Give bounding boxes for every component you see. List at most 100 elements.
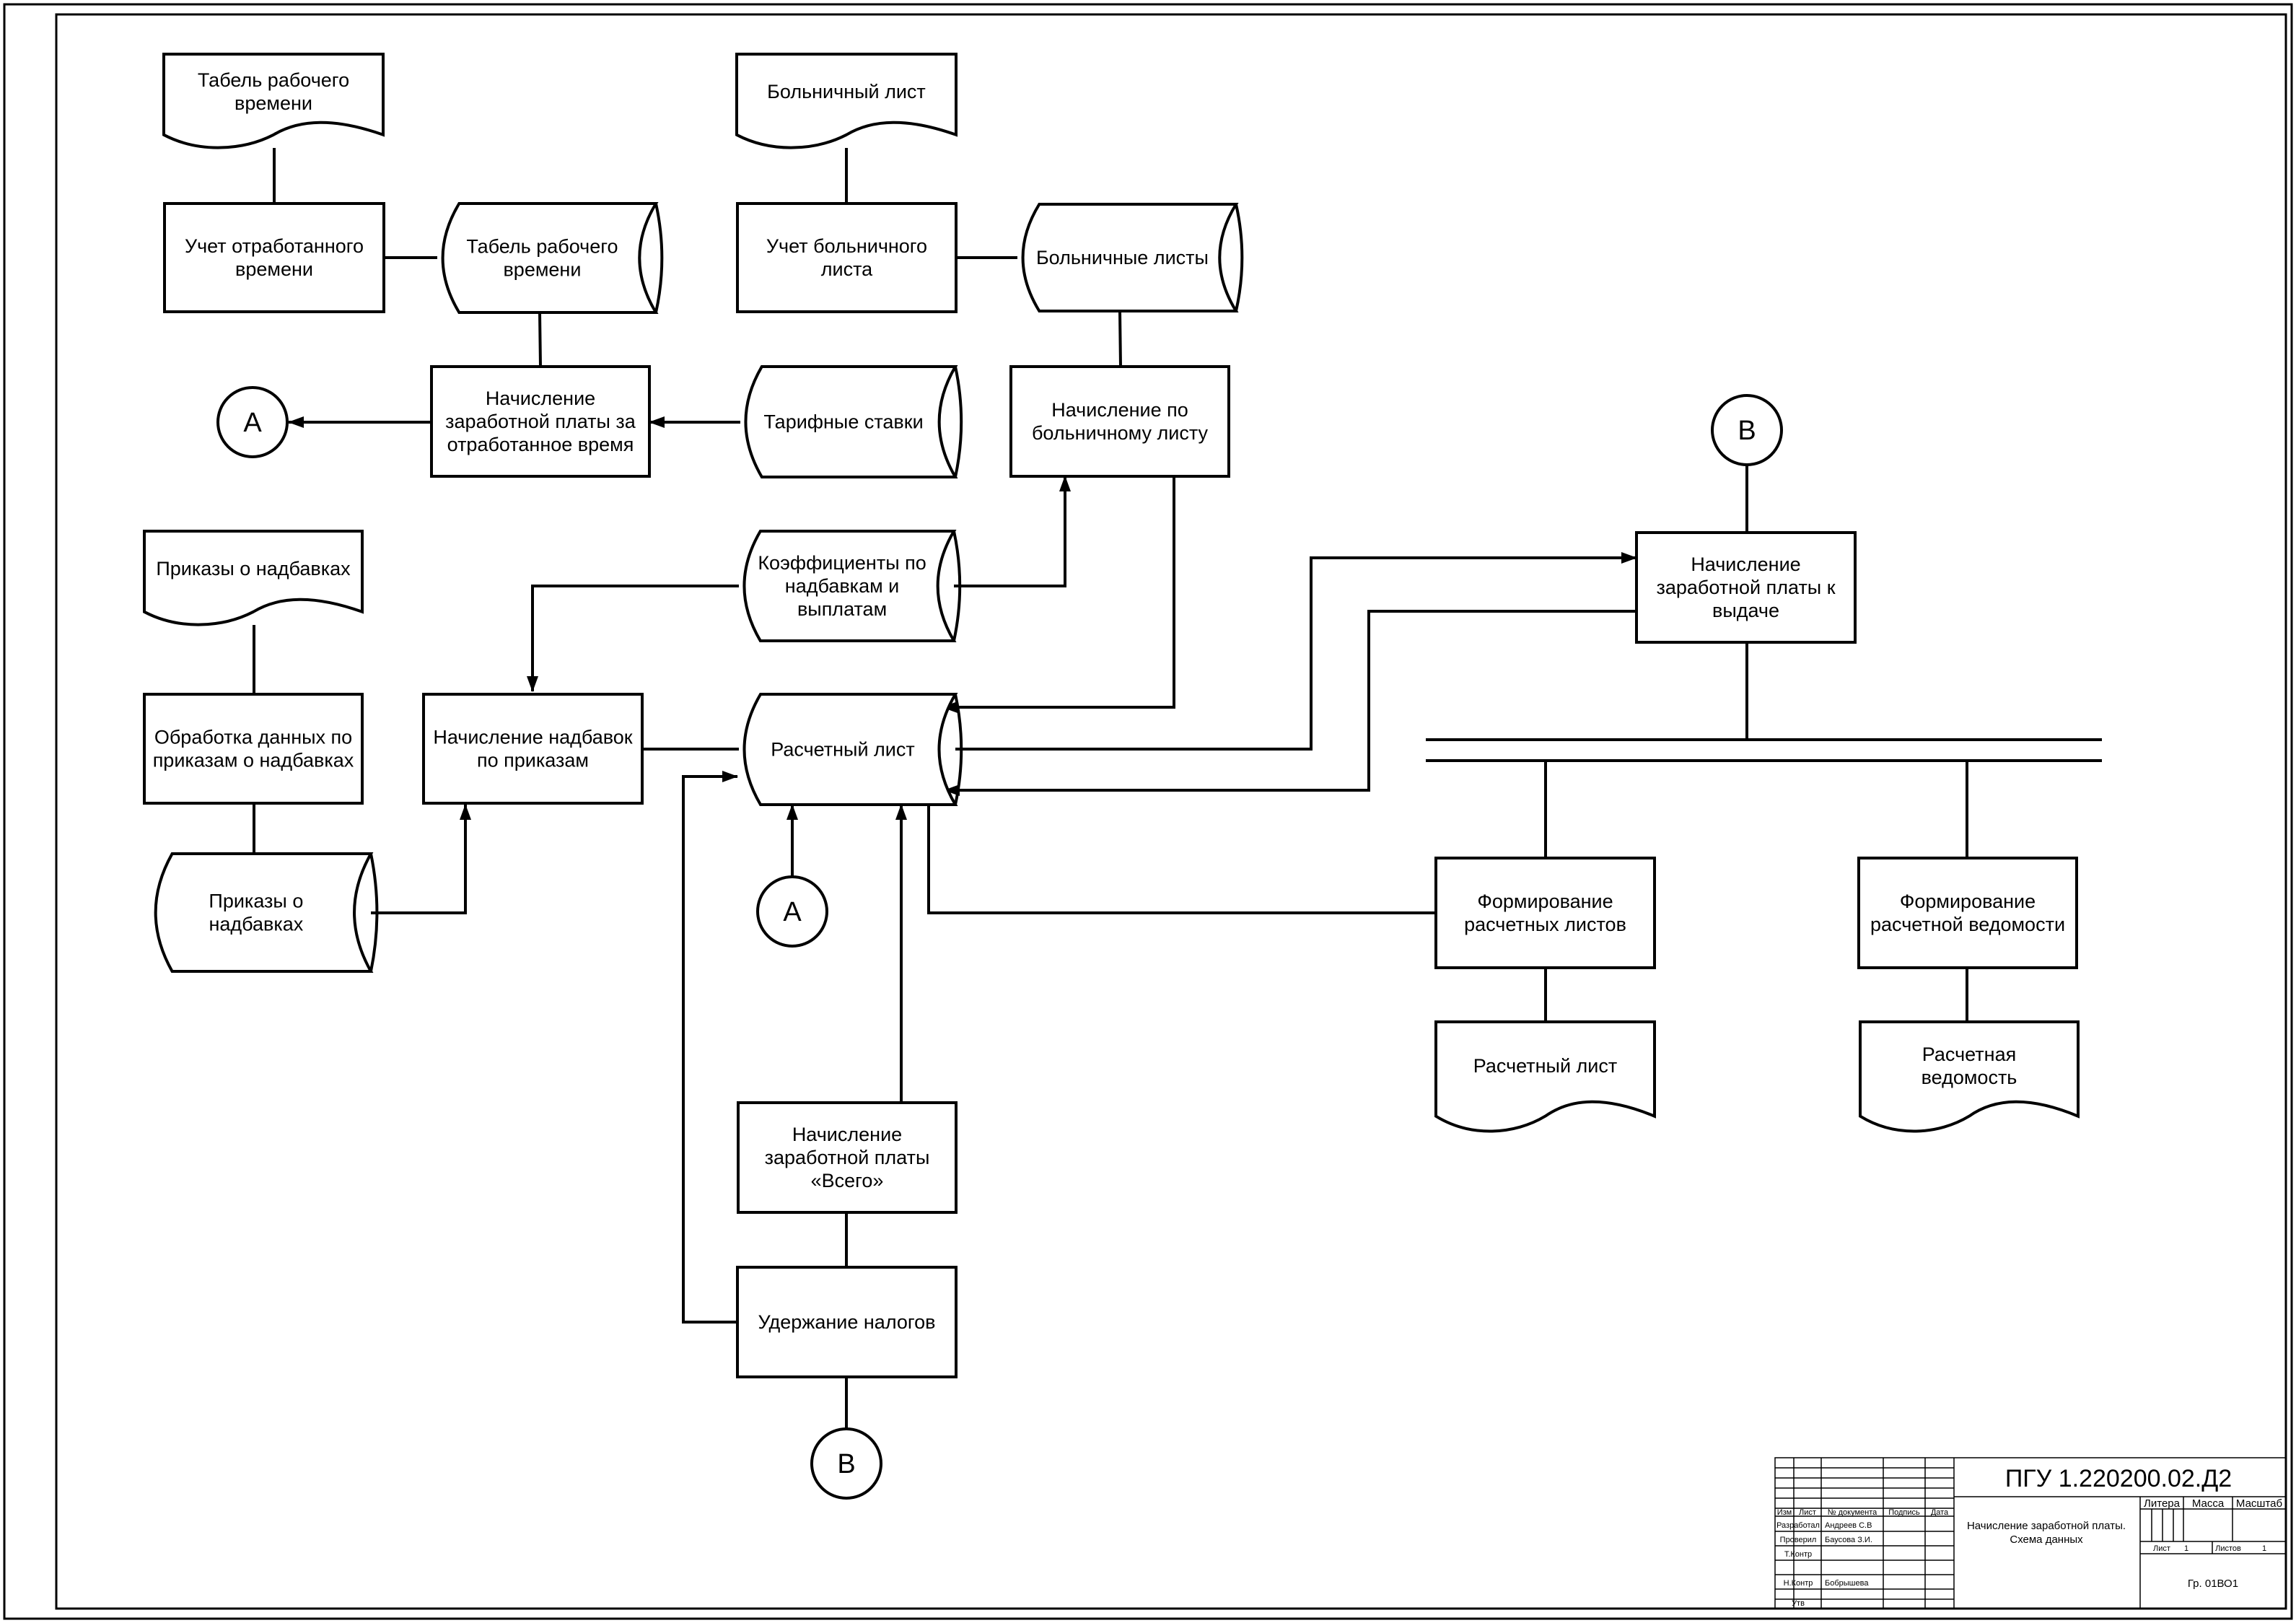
role-checked: Проверил [1780,1536,1817,1544]
document-shape [735,53,958,149]
process-box [736,202,958,313]
scale-label: Масштаб [2236,1497,2282,1510]
node-label-line: Больничный лист [767,81,926,102]
process-box [737,1101,958,1214]
norm-controller-name: Бобрышева [1825,1579,1869,1588]
process-box [422,693,644,805]
node-label-line: Расчетный лист [771,739,914,761]
checker-name: Баусова З.И. [1825,1536,1872,1544]
developer-name: Андреев С.В [1825,1521,1872,1530]
sheet-value: 1 [2184,1544,2188,1553]
node-label-line: Учет отработанного [185,235,364,257]
node-label-line: Приказы о надбавках [156,558,351,579]
connector-circle [216,386,289,458]
node-label-line: надбавкам и [785,575,899,597]
node-label-line: Начисление по [1051,399,1188,421]
storage-edge [954,366,963,478]
sheet-outer-border [3,3,2293,1620]
node-label-line: Начисление [1691,554,1800,575]
process-box [1434,857,1656,969]
node-label-line: времени [503,259,581,281]
process-box [1009,365,1230,478]
node-label-line: времени [235,258,313,280]
role-approved: Утв [1792,1599,1805,1608]
connector-circle [1711,394,1783,466]
col-list: Лист [1799,1508,1816,1517]
node-label-line: Удержание налогов [758,1311,935,1333]
node-label-line: «Всего» [811,1170,884,1191]
node-label-line: надбавках [209,914,303,935]
node-prikazy-doc: Приказы о надбавках [143,530,364,626]
node-label-line: заработной платы [765,1147,930,1168]
node-tarif-store: Тарифные ставки [744,365,963,478]
node-label-line: Табель рабочего [198,69,349,91]
node-label-line: расчетной ведомости [1870,914,2065,935]
node-raschet-doc: Расчетный лист [1434,1020,1656,1133]
sheet-inner-frame [55,13,2287,1610]
node-label-line: ведомость [1922,1067,2017,1088]
document-shape [1859,1020,2080,1133]
connector-b-top: B [1711,394,1783,466]
node-label-line: Расчетная [1922,1044,2016,1065]
node-bol-store: Больничные листы [1021,203,1244,312]
node-label-line: Обработка данных по [154,727,352,748]
storage-shape [441,202,659,314]
node-label-line: расчетных листов [1464,914,1626,935]
node-label-line: выплатам [797,598,887,620]
node-uderzh: Удержание налогов [736,1266,958,1378]
storage-edge [954,694,963,805]
node-label-line: Тарифные ставки [763,411,923,433]
storage-edge [654,203,664,313]
mass-label: Масса [2192,1497,2225,1510]
node-label-line: больничному листу [1032,422,1209,444]
document-shape [1434,1020,1656,1133]
node-label-line: времени [235,92,312,114]
node-label-line: по приказам [477,750,589,771]
drawing-name-line-1: Начисление заработной платы. [1967,1520,2126,1532]
connector-b-bottom: B [810,1427,882,1500]
connector-circle [810,1427,882,1500]
connector-label: A [783,897,802,927]
document-shape [143,530,364,626]
node-label-line: заработной платы за [445,411,636,432]
role-norm-control: Н.Контр [1784,1579,1813,1588]
node-label-line: Коэффициенты по [758,552,926,574]
node-label-line: Учет больничного [766,235,927,257]
role-developed: Разработал [1776,1521,1820,1530]
connector-circle [756,875,828,948]
storage-edge [1235,204,1244,312]
connector-label: A [243,408,262,438]
node-label-line: выдаче [1712,600,1779,621]
node-label-line: Начисление [792,1124,902,1145]
node-label-line: отработанное время [447,434,634,455]
storage-edge [369,853,379,972]
node-label-line: Табель рабочего [466,236,618,258]
node-bol-doc: Больничный лист [735,53,958,149]
col-document: № документа [1828,1508,1877,1517]
connector-a-bottom: A [756,875,828,948]
node-label-line: Формирование [1900,891,2036,912]
node-label-line: Начисление надбавок [433,727,632,748]
litera-label: Литера [2144,1497,2181,1510]
drawing-designation: ПГУ 1.220200.02.Д2 [2005,1465,2232,1492]
connector-label: B [837,1449,855,1479]
node-label-line: Расчетный лист [1473,1055,1617,1077]
process-box [430,365,651,478]
title-block: ПГУ 1.220200.02.Д2 Начисление заработной… [1774,1457,2287,1609]
node-label-line: приказам о надбавках [153,750,354,771]
col-signature: Подпись [1888,1508,1920,1517]
